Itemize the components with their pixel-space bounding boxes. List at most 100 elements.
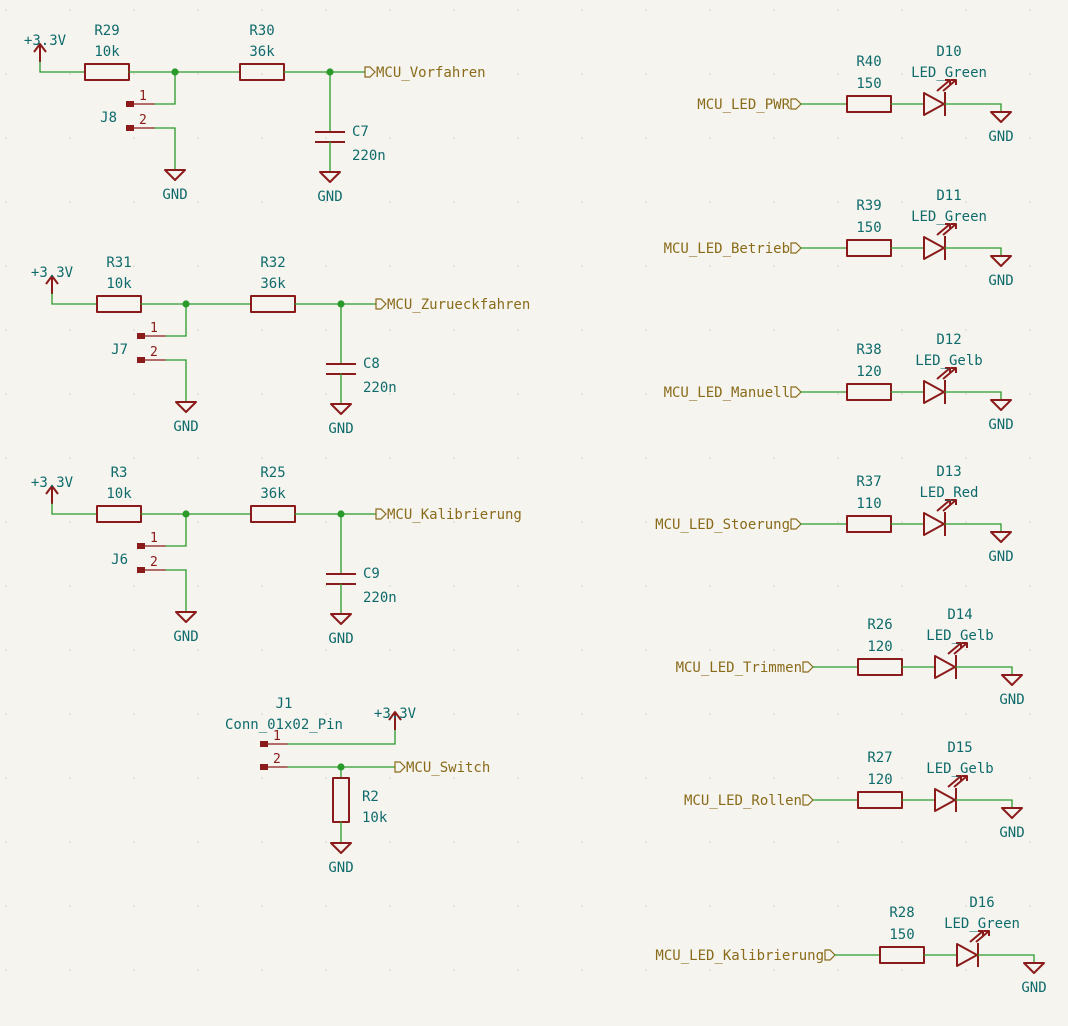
grid-dot bbox=[901, 905, 903, 907]
grid-dot bbox=[901, 777, 903, 779]
grid-dot bbox=[5, 521, 7, 523]
grid-dot bbox=[837, 841, 839, 843]
grid-dot bbox=[837, 905, 839, 907]
grid-dot bbox=[773, 777, 775, 779]
led-ray-arrow bbox=[951, 79, 957, 85]
led-ray-arrow bbox=[945, 499, 951, 505]
grid-dot bbox=[581, 9, 583, 11]
led-ray bbox=[947, 642, 962, 655]
grid-dot bbox=[837, 649, 839, 651]
resistor-value: 120 bbox=[867, 772, 892, 788]
grid-dot bbox=[645, 393, 647, 395]
grid-dot bbox=[517, 969, 519, 971]
wire bbox=[944, 391, 1002, 401]
ground-icon bbox=[175, 401, 197, 413]
wire bbox=[165, 513, 187, 547]
grid-dot bbox=[389, 841, 391, 843]
grid-dot bbox=[1029, 393, 1031, 395]
grid-dot bbox=[1029, 9, 1031, 11]
grid-dot bbox=[645, 73, 647, 75]
grid-dot bbox=[69, 9, 71, 11]
grid-dot bbox=[197, 457, 199, 459]
led-row-D16: MCU_LED_KalibrierungR28150D16LED_GreenGN… bbox=[655, 895, 1046, 996]
ground-label: GND bbox=[1021, 980, 1046, 996]
grid-dot bbox=[645, 905, 647, 907]
grid-dot bbox=[901, 393, 903, 395]
resistor-R38 bbox=[846, 383, 892, 401]
net-label-flag bbox=[802, 794, 814, 806]
ground-label: GND bbox=[328, 860, 353, 876]
grid-dot bbox=[325, 457, 327, 459]
grid-dot bbox=[1029, 137, 1031, 139]
grid-dot bbox=[69, 393, 71, 395]
wire bbox=[165, 303, 187, 337]
grid-dot bbox=[389, 137, 391, 139]
grid-dot bbox=[261, 457, 263, 459]
grid-dot bbox=[69, 265, 71, 267]
grid-dot bbox=[133, 649, 135, 651]
grid-dot bbox=[69, 713, 71, 715]
led-icon bbox=[934, 655, 956, 679]
grid-dot bbox=[133, 137, 135, 139]
grid-dot bbox=[581, 393, 583, 395]
ground-icon bbox=[330, 842, 352, 854]
grid-dot bbox=[389, 969, 391, 971]
grid-dot bbox=[325, 649, 327, 651]
grid-dot bbox=[261, 73, 263, 75]
grid-dot bbox=[389, 585, 391, 587]
ground-label: GND bbox=[162, 187, 187, 203]
grid-dot bbox=[709, 201, 711, 203]
ground-icon bbox=[164, 169, 186, 181]
grid-dot bbox=[965, 649, 967, 651]
grid-dot bbox=[325, 265, 327, 267]
led-icon bbox=[934, 788, 956, 812]
capacitor-ref: C9 bbox=[363, 566, 380, 582]
input-filter-2: +3.3VR3110kR3236kMCU_Zurueckfahren12J7GN… bbox=[31, 255, 530, 437]
grid-dot bbox=[517, 201, 519, 203]
net-label: MCU_LED_Stoerung bbox=[655, 517, 790, 533]
ground-label: GND bbox=[999, 692, 1024, 708]
grid-dot bbox=[965, 713, 967, 715]
grid-dot bbox=[5, 265, 7, 267]
led-ray-arrow bbox=[945, 79, 951, 85]
grid-dot bbox=[581, 713, 583, 715]
grid-dot bbox=[1029, 73, 1031, 75]
grid-dot bbox=[261, 393, 263, 395]
capacitor-value: 220n bbox=[363, 590, 397, 606]
grid-dot bbox=[517, 73, 519, 75]
led-ray bbox=[942, 499, 957, 512]
grid-dot bbox=[197, 9, 199, 11]
net-label: MCU_LED_Trimmen bbox=[676, 660, 802, 676]
grid-dot bbox=[325, 9, 327, 11]
grid-dot bbox=[773, 841, 775, 843]
net-label-flag bbox=[364, 66, 376, 78]
grid-dot bbox=[261, 841, 263, 843]
led-ray bbox=[969, 930, 984, 943]
grid-dot bbox=[453, 9, 455, 11]
grid-dot bbox=[453, 73, 455, 75]
grid-dot bbox=[517, 457, 519, 459]
led-ref: D15 bbox=[947, 740, 972, 756]
grid-dot bbox=[709, 841, 711, 843]
capacitor-ref: C8 bbox=[363, 356, 380, 372]
connector-ref: J7 bbox=[111, 342, 128, 358]
pin-number: 1 bbox=[273, 729, 281, 744]
resistor-R39 bbox=[846, 239, 892, 257]
net-label-flag bbox=[790, 242, 802, 254]
grid-dot bbox=[645, 649, 647, 651]
resistor-R3 bbox=[96, 505, 142, 523]
pin-number: 2 bbox=[273, 752, 281, 767]
led-ray-arrow bbox=[951, 367, 957, 373]
grid-dot bbox=[261, 713, 263, 715]
grid-dot bbox=[837, 777, 839, 779]
resistor-ref: R2 bbox=[362, 789, 379, 805]
connector-pin-head bbox=[126, 101, 134, 107]
ground-icon bbox=[175, 611, 197, 623]
grid-dot bbox=[709, 329, 711, 331]
connector-ref: J6 bbox=[111, 552, 128, 568]
led-ref: D13 bbox=[936, 464, 961, 480]
power-label: +3.3V bbox=[24, 33, 67, 49]
grid-dot bbox=[325, 777, 327, 779]
grid-dot bbox=[133, 329, 135, 331]
grid-dot bbox=[197, 585, 199, 587]
